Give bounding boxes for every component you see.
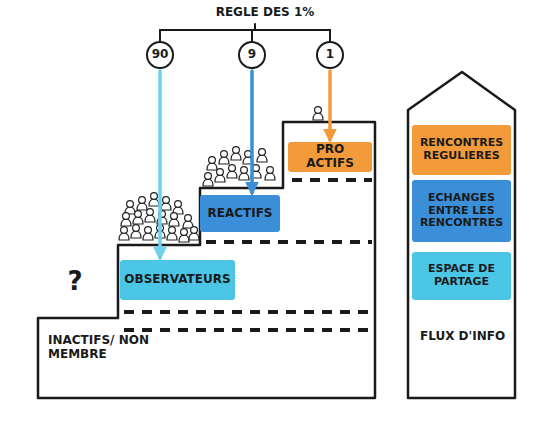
circle-shape xyxy=(317,42,343,68)
circle-shape xyxy=(239,42,265,68)
level-label: FLUX D'INFO xyxy=(420,330,508,344)
staircase-block: INACTIFS/ NON MEMBRE PRO ACTIFS REACTIFS OB… xyxy=(38,122,375,398)
person-figure xyxy=(265,167,275,180)
person-figure xyxy=(119,227,129,240)
person-figure xyxy=(131,225,141,238)
level-box: PRO ACTIFS xyxy=(288,142,372,172)
level-box: OBSERVATEURS xyxy=(120,260,235,300)
person-figure xyxy=(189,227,199,240)
person-figure xyxy=(243,151,253,164)
person-figure xyxy=(137,197,147,210)
level-box: ESPACE DE PARTAGE xyxy=(412,252,511,300)
flow-arrow xyxy=(250,71,254,193)
level-box: REACTIFS xyxy=(200,195,280,232)
bracket-tick xyxy=(251,30,253,41)
person-figure xyxy=(219,151,229,164)
person-figure xyxy=(121,213,131,226)
callout-number: 90 xyxy=(152,48,169,62)
person-figure xyxy=(169,213,179,226)
text-holder: INACTIFS/ NON MEMBRE xyxy=(48,334,168,362)
person-figure xyxy=(157,211,167,224)
level-label: ESPACE DE PARTAGE xyxy=(416,263,507,288)
person-figure xyxy=(167,227,177,240)
level-label: ECHANGES ENTRE LES RENCONTRES xyxy=(416,192,507,230)
bracket xyxy=(160,24,330,41)
level-box: RENCONTRES REGULIERES xyxy=(412,125,511,175)
bracket-tick xyxy=(329,30,331,41)
person-figure xyxy=(183,215,193,228)
person-figure xyxy=(125,201,135,214)
level-label: INACTIFS/ NON MEMBRE xyxy=(48,334,168,362)
bracket-tick xyxy=(159,30,161,41)
person-figure xyxy=(313,107,323,120)
level-label: PRO ACTIFS xyxy=(292,143,368,171)
circle-shape xyxy=(147,42,173,68)
person-figure xyxy=(155,225,165,238)
percentage-circle: 9 xyxy=(238,41,266,69)
question-mark: ? xyxy=(60,266,90,296)
callout-number: 1 xyxy=(326,48,334,62)
person-figure xyxy=(179,229,189,242)
person-figure xyxy=(239,167,249,180)
person-figure xyxy=(133,211,143,224)
house-column: FLUX D'INFO RENCONTRES REGULIERES ECHANGES… xyxy=(408,72,515,398)
person-figure xyxy=(149,193,159,206)
person-figure xyxy=(173,201,183,214)
level-label: REACTIFS xyxy=(207,207,272,221)
bracket-tick xyxy=(254,24,256,30)
person-figure xyxy=(215,169,225,182)
level-box: ECHANGES ENTRE LES RENCONTRES xyxy=(412,180,511,242)
person-figure xyxy=(257,149,267,162)
flow-arrow xyxy=(158,71,162,258)
level-label: RENCONTRES REGULIERES xyxy=(416,137,507,162)
person-figure xyxy=(231,147,241,160)
callout-number: 9 xyxy=(248,48,256,62)
percentage-circle: 1 xyxy=(316,41,344,69)
person-figure xyxy=(251,165,261,178)
staircase-shape xyxy=(38,122,375,398)
person-figure xyxy=(145,209,155,222)
percentage-circle: 90 xyxy=(146,41,174,69)
person-figure xyxy=(203,173,213,186)
bracket-line xyxy=(160,29,330,31)
person-figure xyxy=(227,165,237,178)
text-holder: FLUX D'INFO xyxy=(420,330,508,344)
person-figure xyxy=(161,197,171,210)
level-label: OBSERVATEURS xyxy=(124,273,230,287)
house-shape xyxy=(408,72,515,398)
person-figure xyxy=(207,157,217,170)
diagram-title: REGLE DES 1% xyxy=(190,5,340,19)
person-figure xyxy=(143,227,153,240)
